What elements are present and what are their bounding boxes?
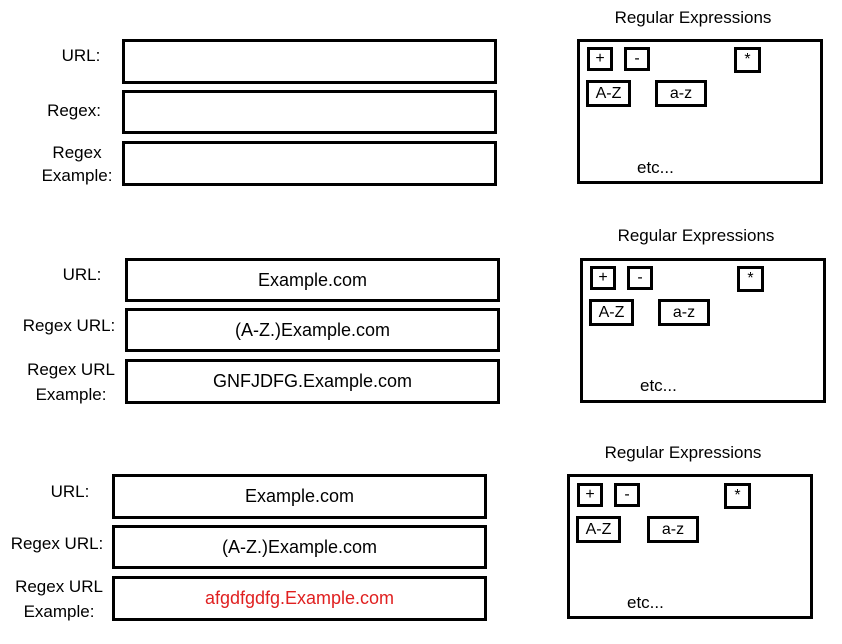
url-input[interactable]: Example.com [125, 258, 500, 302]
regex-url-example-label-line1: Regex URL [27, 360, 115, 379]
plus-button[interactable]: + [577, 483, 603, 507]
url-input[interactable]: Example.com [112, 474, 487, 519]
regex-url-input[interactable]: (A-Z.)Example.com [125, 308, 500, 352]
etc-text: etc... [640, 376, 677, 395]
etc-text: etc... [627, 593, 664, 612]
regex-url-example-label-line2: Example: [35, 385, 107, 404]
regex-url-example-input[interactable]: afgdfgdfg.Example.com [112, 576, 487, 621]
regex-panel: + - * A-Z a-z etc... [577, 39, 823, 184]
regex-panel: + - * A-Z a-z etc... [580, 258, 826, 403]
plus-button[interactable]: + [587, 47, 613, 71]
regex-url-example-label-line1: Regex URL [15, 577, 103, 596]
uppercase-range-button[interactable]: A-Z [589, 299, 634, 326]
regex-panel-title: Regular Expressions [617, 226, 775, 245]
regex-example-input[interactable] [122, 141, 497, 186]
regex-url-input[interactable]: (A-Z.)Example.com [112, 525, 487, 569]
url-label: URL: [50, 482, 90, 501]
regex-url-example-input[interactable]: GNFJDFG.Example.com [125, 359, 500, 404]
regex-panel-title: Regular Expressions [604, 443, 762, 462]
lowercase-range-button[interactable]: a-z [655, 80, 707, 107]
plus-button[interactable]: + [590, 266, 616, 290]
url-input[interactable] [122, 39, 497, 84]
regex-panel-title: Regular Expressions [614, 8, 772, 27]
etc-text: etc... [637, 158, 674, 177]
uppercase-range-button[interactable]: A-Z [576, 516, 621, 543]
minus-button[interactable]: - [627, 266, 653, 290]
lowercase-range-button[interactable]: a-z [658, 299, 710, 326]
minus-button[interactable]: - [624, 47, 650, 71]
regex-example-label-line2: Example: [41, 166, 113, 185]
regex-example-label-line1: Regex [52, 143, 102, 162]
regex-input[interactable] [122, 90, 497, 134]
minus-button[interactable]: - [614, 483, 640, 507]
regex-panel: + - * A-Z a-z etc... [567, 474, 813, 619]
regex-url-example-label-line2: Example: [23, 602, 95, 621]
star-button[interactable]: * [737, 266, 764, 292]
regex-url-label: Regex URL: [22, 316, 116, 335]
regex-url-label: Regex URL: [10, 534, 104, 553]
url-label: URL: [62, 265, 102, 284]
star-button[interactable]: * [724, 483, 751, 509]
lowercase-range-button[interactable]: a-z [647, 516, 699, 543]
url-label: URL: [61, 46, 101, 65]
star-button[interactable]: * [734, 47, 761, 73]
regex-label: Regex: [47, 101, 101, 120]
uppercase-range-button[interactable]: A-Z [586, 80, 631, 107]
